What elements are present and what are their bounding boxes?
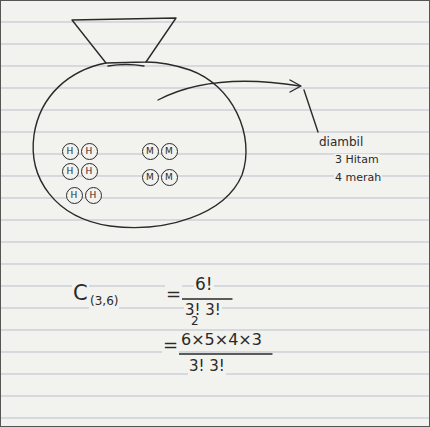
ball-letter: H — [71, 191, 78, 200]
ball-circle: M — [161, 143, 178, 160]
formula-subscript: (3,6) — [89, 295, 119, 309]
arrow-head — [290, 80, 301, 92]
fraction-bar — [182, 298, 232, 299]
ball-letter: H — [86, 167, 93, 176]
ball-circle: M — [161, 169, 178, 186]
ball-circle: H — [81, 143, 98, 160]
note-text: 4 merah — [334, 172, 382, 185]
equals-sign: = — [165, 284, 182, 305]
cancel-result: 2 — [190, 315, 200, 329]
equals-sign: = — [162, 335, 179, 356]
formula-term: 6×5×4×3 — [180, 331, 263, 349]
note-text: 3 Hitam — [334, 154, 380, 167]
fraction-bar — [176, 353, 272, 354]
bag-tie — [108, 65, 144, 67]
ruled-lines — [1, 22, 429, 418]
ball-circle: M — [142, 143, 159, 160]
ball-letter: H — [67, 167, 74, 176]
ball-letter: M — [165, 173, 173, 182]
ball-letter: M — [146, 173, 154, 182]
ball-letter: M — [146, 147, 154, 156]
ball-circle: M — [142, 169, 159, 186]
ball-circle: H — [66, 187, 83, 204]
ball-letter: H — [67, 147, 74, 156]
ball-circle: H — [62, 143, 79, 160]
ball-circle: H — [62, 163, 79, 180]
bag-body — [33, 62, 246, 227]
ball-letter: H — [90, 191, 97, 200]
formula-term: 3! 3! — [188, 358, 226, 375]
ball-letter: M — [165, 147, 173, 156]
arrow-line — [158, 81, 300, 100]
ball-letter: H — [86, 147, 93, 156]
note-text: diambil — [318, 136, 364, 150]
ball-circle: H — [85, 187, 102, 204]
formula-term: 6! — [194, 275, 214, 295]
formula-symbol: C — [72, 281, 89, 305]
leader-line — [304, 90, 318, 132]
ball-circle: H — [81, 163, 98, 180]
bag-opening — [72, 18, 176, 63]
